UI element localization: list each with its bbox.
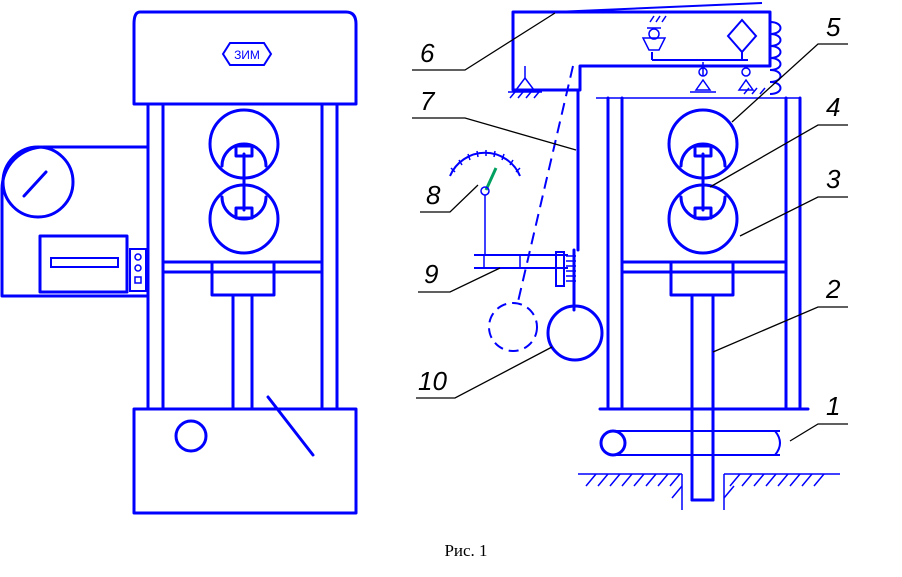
pendulum-weight-10: [546, 304, 604, 362]
drive-1: [599, 429, 781, 457]
machine-scheme: [449, 2, 840, 510]
spring-5: [769, 21, 782, 95]
lever-pivot: [508, 66, 542, 99]
machine-external-view: ЗИМ: [0, 10, 358, 515]
callout-7: 7: [420, 86, 436, 116]
callout-5: 5: [826, 12, 841, 42]
callout-8: 8: [426, 180, 441, 210]
callout-4: 4: [826, 92, 840, 122]
frame-crosshead: [669, 260, 735, 297]
lever-6: [511, 10, 772, 92]
leader-9: [418, 267, 501, 293]
lever-top-edge: [554, 2, 763, 13]
recorder-box: [38, 234, 129, 294]
console-dial-needle: [22, 170, 48, 198]
callout-6: 6: [420, 38, 435, 68]
recorder-slot: [50, 257, 119, 268]
machine-base: [132, 407, 358, 515]
leader-2: [712, 306, 848, 353]
pendulum-deflected-arm: [516, 65, 574, 307]
base-handwheel: [174, 419, 208, 453]
pendulum-deflected-weight: [488, 302, 538, 352]
leader-5: [731, 43, 848, 123]
brand-logo-text: ЗИМ: [234, 48, 260, 62]
diamond-link: [726, 18, 758, 54]
machine-top-head: [132, 10, 358, 106]
console-button: [134, 264, 142, 272]
foundation: [578, 473, 840, 510]
figure-caption: Рис. 1: [444, 541, 487, 560]
callout-2: 2: [825, 274, 841, 304]
console-dial: [1, 145, 75, 219]
leader-7: [412, 117, 577, 151]
console-button: [134, 253, 142, 261]
force-dial-8: [449, 150, 521, 255]
leader-3: [739, 196, 848, 237]
leader-8: [420, 184, 479, 213]
leader-4: [709, 124, 848, 188]
console-button: [134, 276, 142, 284]
callout-10: 10: [418, 366, 447, 396]
leader-6: [412, 12, 556, 71]
top-ground: [596, 87, 800, 99]
crosshead-block: [210, 260, 276, 297]
leader-10: [416, 346, 553, 399]
dial-pointer: [484, 167, 498, 191]
base-lever: [266, 395, 315, 457]
leader-1: [789, 423, 848, 442]
callout-9: 9: [424, 259, 438, 289]
top-linkage: [641, 15, 758, 91]
rack-9: [474, 251, 576, 287]
brand-logo: ЗИМ: [221, 42, 273, 66]
console-buttons-panel: [129, 248, 147, 292]
callouts: 6 7 8 9 10 5 4 3 2 1: [412, 12, 848, 442]
callout-3: 3: [826, 164, 841, 194]
callout-1: 1: [826, 391, 840, 421]
